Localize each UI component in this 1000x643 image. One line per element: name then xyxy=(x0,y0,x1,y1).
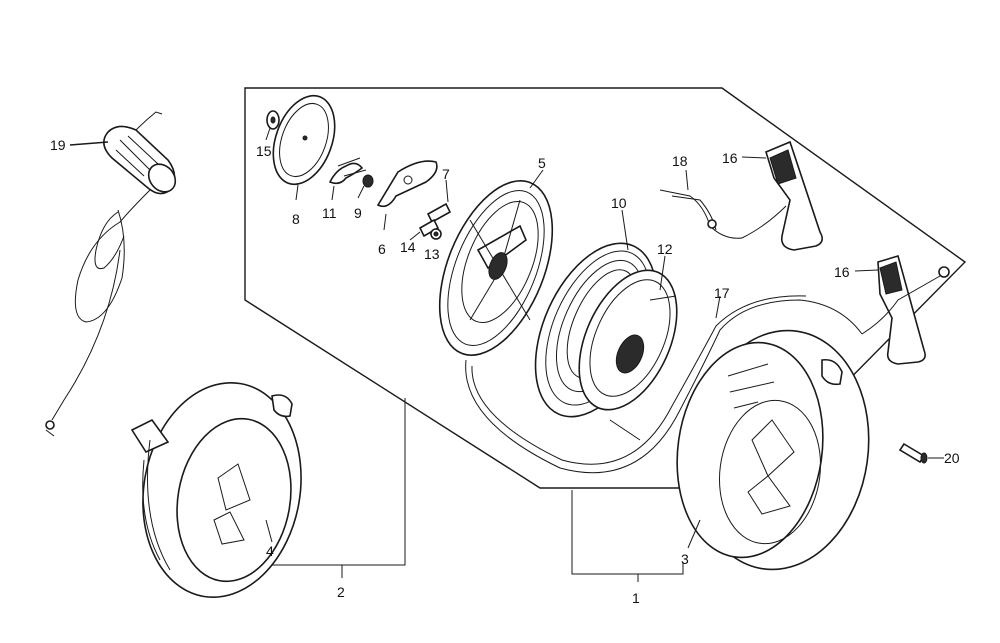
callout-2: 2 xyxy=(337,584,345,600)
callout-6: 6 xyxy=(378,241,386,257)
starter-rope-inner xyxy=(471,295,807,465)
ratchet-pawl xyxy=(376,160,438,231)
leader-assembly-1 xyxy=(571,490,684,575)
callout-9: 9 xyxy=(354,205,362,221)
spring-case xyxy=(578,255,678,441)
callout-17: 17 xyxy=(714,285,730,301)
ratchet-spring xyxy=(328,157,374,201)
rope-guide-cable xyxy=(659,169,743,239)
callout-20: 20 xyxy=(944,450,960,466)
callout-5: 5 xyxy=(538,155,546,171)
callout-8: 8 xyxy=(292,211,300,227)
callout-16-upper: 16 xyxy=(722,150,738,166)
callout-7: 7 xyxy=(442,166,450,182)
starter-handle-upper xyxy=(741,140,824,251)
rope-pulley xyxy=(438,169,554,356)
callout-16-lower: 16 xyxy=(834,264,850,280)
starter-rope xyxy=(465,299,863,474)
callout-1: 1 xyxy=(632,590,640,606)
friction-plate xyxy=(272,94,336,201)
callout-10: 10 xyxy=(611,195,627,211)
nut xyxy=(265,110,280,141)
callout-18: 18 xyxy=(672,153,688,169)
callout-4: 4 xyxy=(266,543,274,559)
pins xyxy=(409,179,452,241)
starter-handle-lower xyxy=(854,254,950,365)
callout-15: 15 xyxy=(256,143,272,159)
callout-11: 11 xyxy=(322,205,337,221)
callout-13: 13 xyxy=(424,246,440,262)
callout-3: 3 xyxy=(681,551,689,567)
callout-12: 12 xyxy=(657,241,673,257)
starter-case xyxy=(676,329,870,571)
starter-grip xyxy=(45,111,177,437)
rope-leader xyxy=(715,295,721,319)
starter-assembly xyxy=(130,381,302,599)
bolt xyxy=(898,442,944,464)
callout-14: 14 xyxy=(400,239,416,255)
callout-19: 19 xyxy=(50,137,66,153)
